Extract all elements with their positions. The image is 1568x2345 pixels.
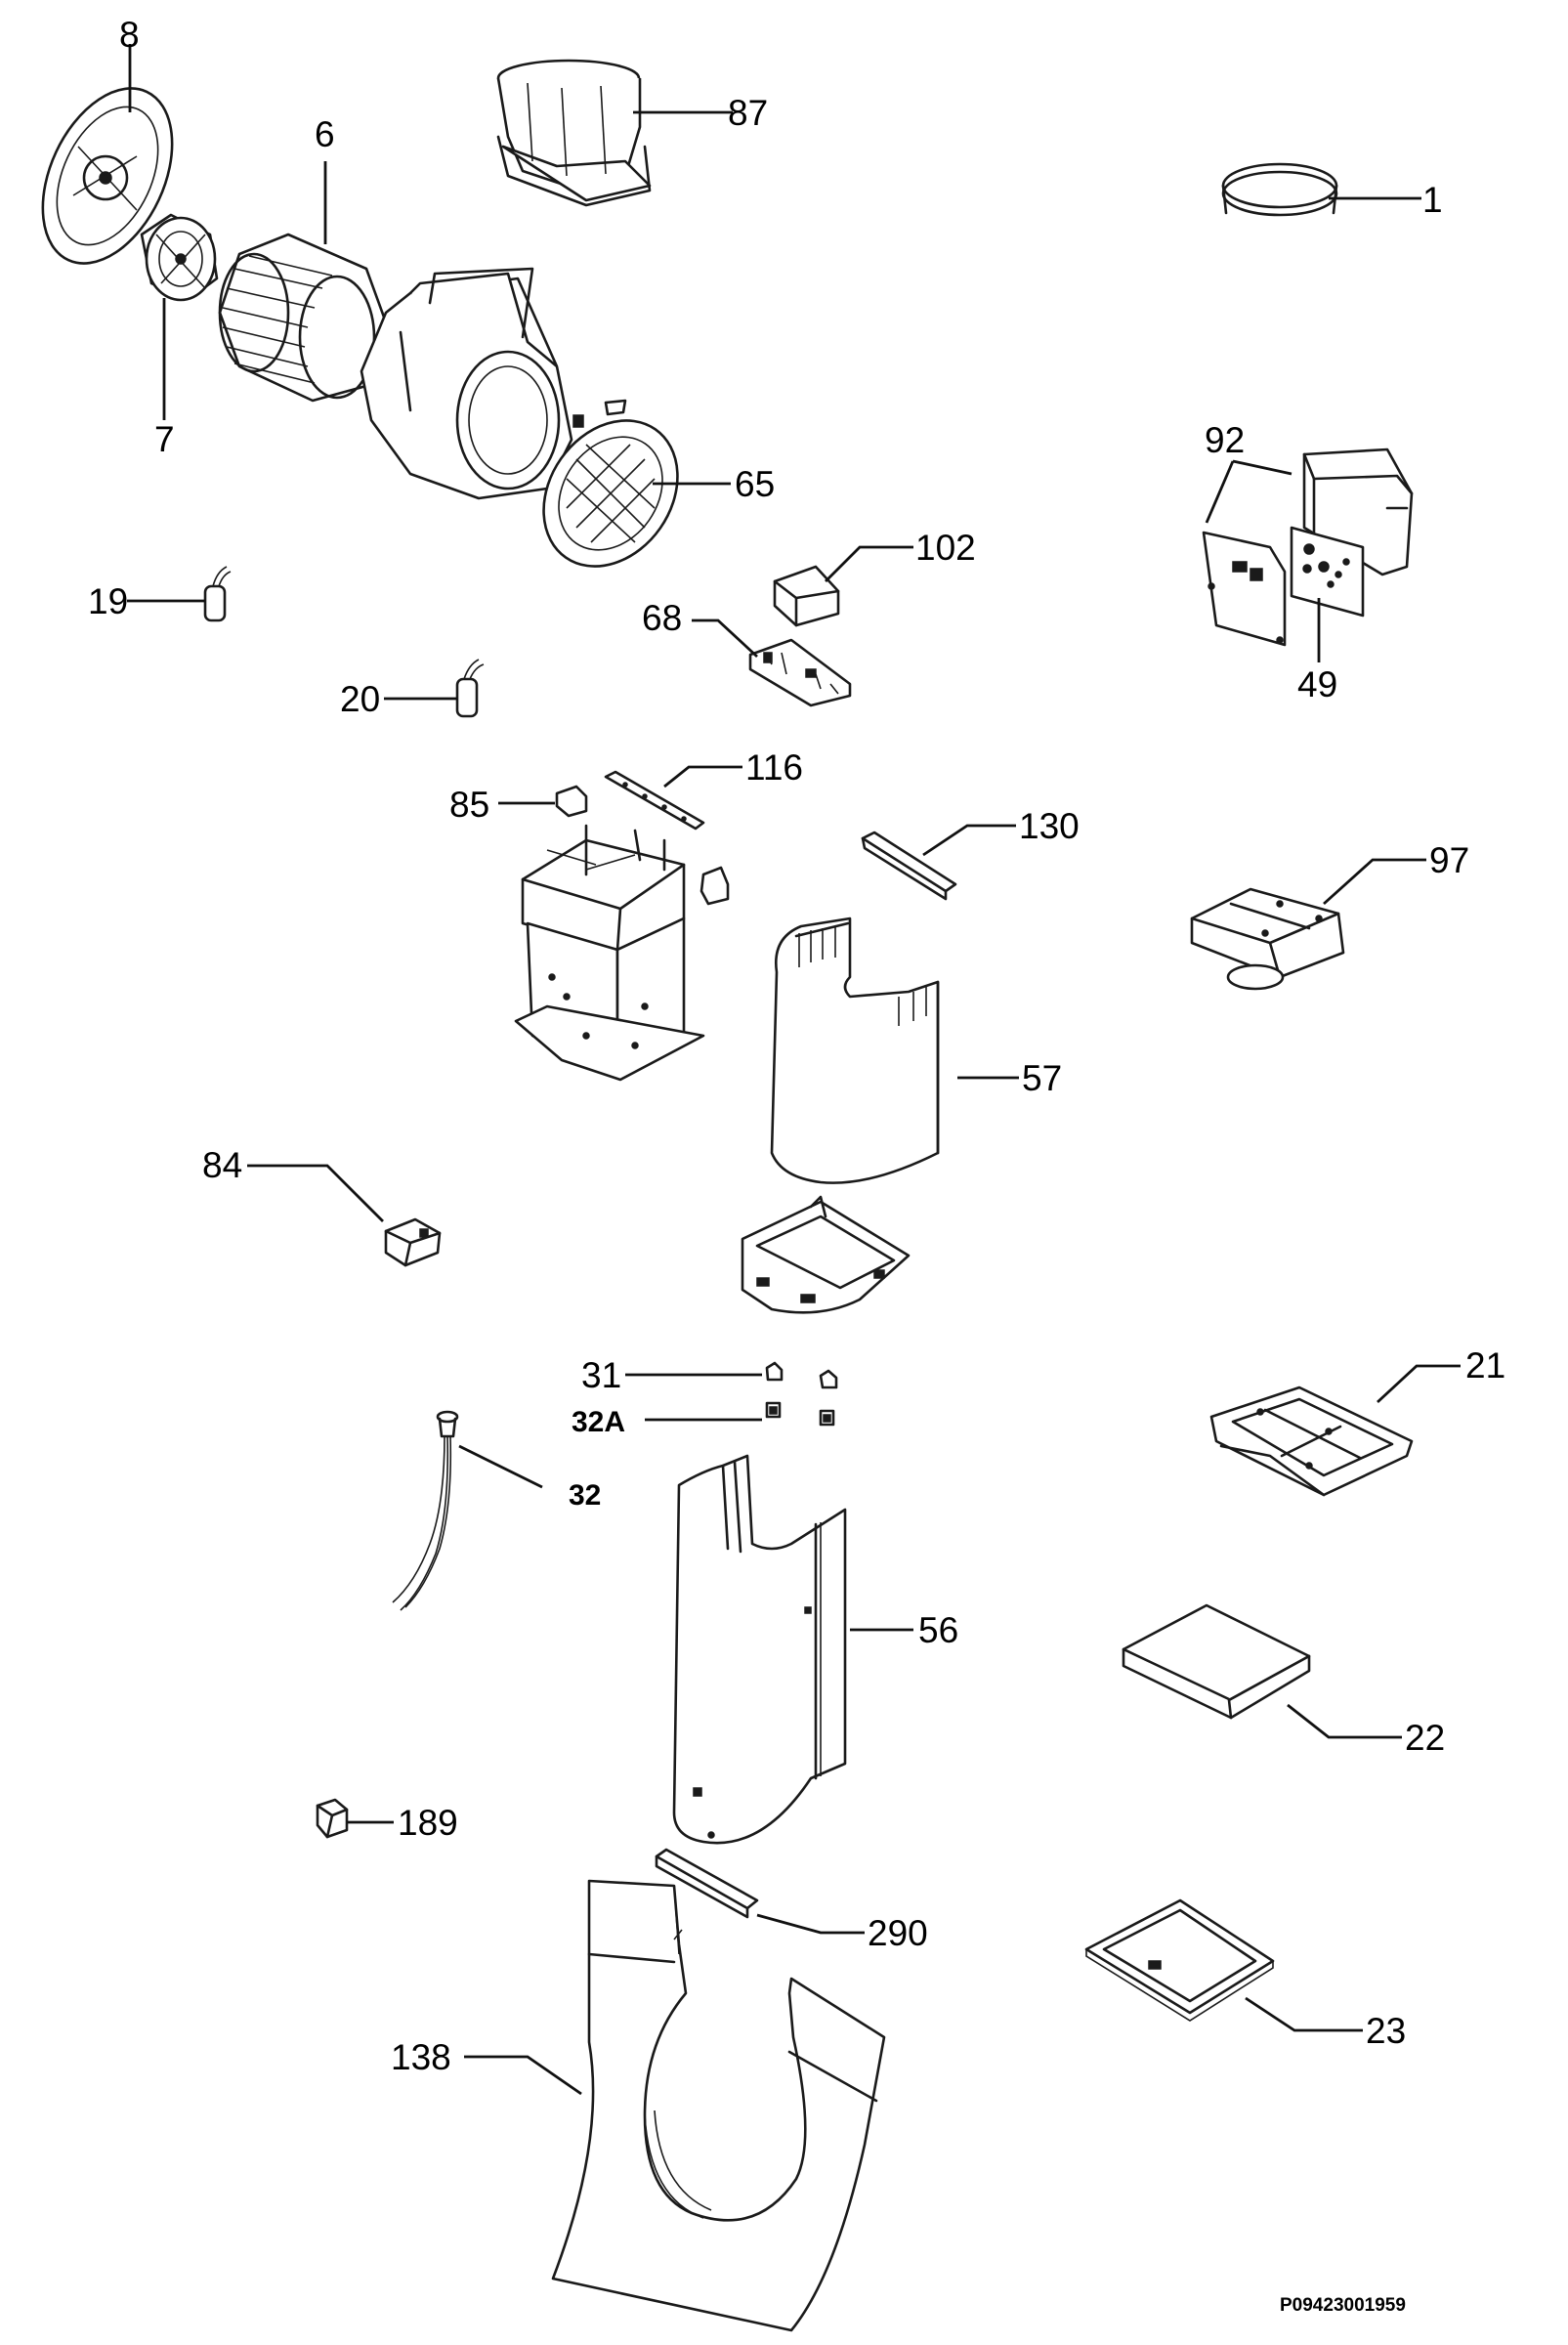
part-22-carbon-filter (1122, 1603, 1311, 1720)
part-130-strip (861, 831, 957, 901)
leader-138 (464, 2055, 582, 2096)
callout-68: 68 (642, 598, 682, 638)
callout-85: 85 (449, 785, 489, 825)
callout-31: 31 (581, 1355, 621, 1395)
callout-20: 20 (340, 679, 380, 719)
leader-130 (922, 824, 1016, 857)
part-97-duct-adapter (1190, 887, 1345, 991)
part-32-lamp (392, 1410, 459, 1611)
callout-87: 87 (728, 93, 768, 133)
callout-97: 97 (1429, 840, 1469, 880)
callout-32a: 32A (572, 1406, 625, 1438)
part-92-board (1202, 531, 1287, 647)
part-7-motor (140, 213, 219, 302)
part-102-control-box (773, 565, 840, 627)
part-32a-clips (765, 1401, 835, 1427)
callout-102: 102 (915, 528, 976, 568)
part-base-frame (741, 1195, 911, 1314)
callout-labels: 8 6 7 87 1 65 92 102 19 68 49 20 116 85 … (88, 15, 1505, 2077)
callout-138: 138 (391, 2037, 451, 2077)
callout-8: 8 (119, 15, 140, 55)
callout-130: 130 (1019, 806, 1080, 846)
part-138-lower-cover (551, 1879, 886, 2332)
callout-19: 19 (88, 581, 128, 621)
part-116-rail (604, 770, 705, 831)
callout-1: 1 (1422, 180, 1443, 220)
part-84-connector (384, 1217, 442, 1267)
part-19-capacitor (203, 566, 232, 622)
drawing-code: P09423001959 (1280, 2295, 1406, 2316)
callout-92: 92 (1205, 420, 1245, 460)
part-21-filter-frame (1209, 1386, 1414, 1497)
callout-22: 22 (1405, 1718, 1445, 1758)
part-65-grille (542, 419, 679, 568)
part-8-motor-plate (41, 87, 174, 265)
part-49-board (1290, 526, 1365, 618)
part-290-strip (655, 1848, 759, 1919)
part-chassis-frame (514, 824, 705, 1082)
leader-23 (1245, 1996, 1363, 2032)
leader-22 (1287, 1703, 1402, 1739)
callout-290: 290 (868, 1913, 928, 1953)
leader-92a (1205, 460, 1235, 524)
callout-6: 6 (315, 114, 335, 154)
callout-57: 57 (1022, 1058, 1062, 1098)
housing-screws (572, 399, 627, 428)
leader-102 (825, 545, 913, 582)
part-20-capacitor (455, 659, 485, 718)
leader-97 (1323, 858, 1426, 906)
part-87-air-outlet (496, 59, 652, 207)
part-blower-housing (360, 267, 573, 500)
part-68-bracket (748, 638, 852, 707)
callout-56: 56 (918, 1610, 958, 1650)
leader-84 (247, 1164, 384, 1222)
part-6-blower-wheel (218, 233, 388, 403)
leader-68 (692, 618, 758, 659)
part-85-clip (555, 785, 588, 818)
part-189-clip (316, 1798, 349, 1839)
leader-290 (756, 1913, 865, 1935)
callout-32: 32 (569, 1479, 601, 1512)
frame-side-clip (699, 866, 730, 906)
callout-23: 23 (1366, 2011, 1406, 2051)
callout-84: 84 (202, 1145, 242, 1185)
part-56-chimney-cover (672, 1454, 847, 1845)
part-31-clips (765, 1361, 838, 1389)
callout-65: 65 (735, 464, 775, 504)
leader-92b (1232, 459, 1293, 476)
part-23-grease-filter (1084, 1898, 1275, 2022)
part-57-chimney-cover (770, 917, 940, 1184)
leader-21 (1377, 1364, 1461, 1404)
callout-21: 21 (1465, 1345, 1505, 1386)
leader-116 (663, 765, 742, 789)
callout-189: 189 (398, 1803, 458, 1843)
callout-116: 116 (745, 747, 803, 788)
callout-49: 49 (1297, 664, 1337, 704)
leader-32 (458, 1444, 543, 1489)
part-1-ring (1221, 162, 1338, 217)
callout-7: 7 (154, 419, 175, 459)
